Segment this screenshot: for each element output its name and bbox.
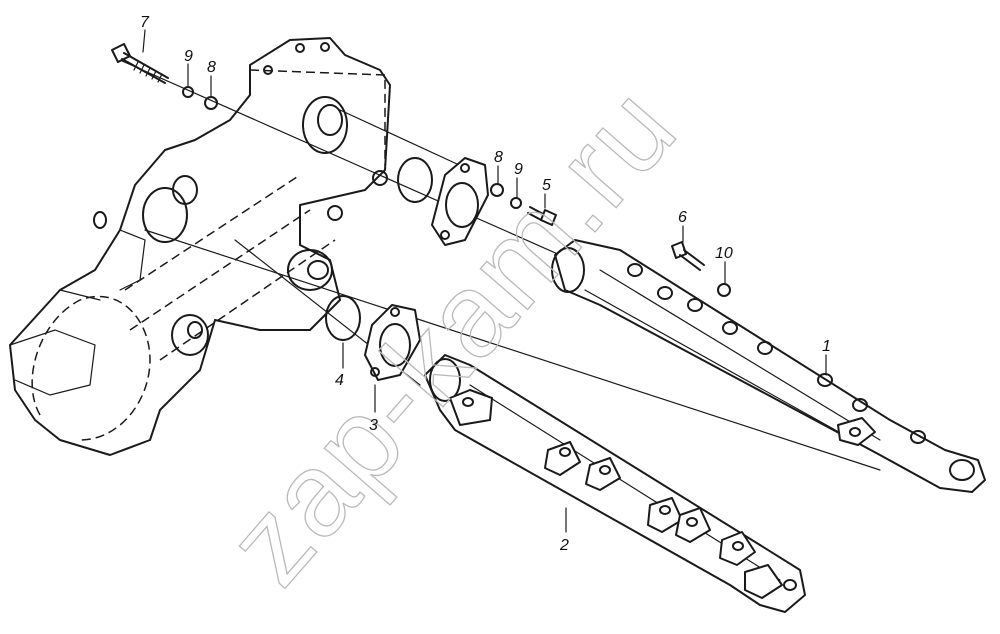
callout-9-middle: 9 <box>514 161 523 178</box>
callout-1: 1 <box>822 338 831 355</box>
callout-9-top: 9 <box>184 48 193 65</box>
washer-8-middle <box>490 183 504 197</box>
callout-7: 7 <box>140 14 150 31</box>
seal-ring-4 <box>325 295 361 341</box>
callout-4: 4 <box>335 372 344 389</box>
callout-8-top: 8 <box>207 59 216 76</box>
washer-8-top <box>204 96 218 110</box>
flange-upper <box>431 157 489 246</box>
callout-10: 10 <box>715 245 733 262</box>
bolt-5 <box>527 206 557 226</box>
bolt-7 <box>111 43 169 84</box>
spring-washer-9-top <box>182 86 194 98</box>
seal-ring-upper <box>397 157 433 203</box>
flange-3 <box>364 304 421 381</box>
callout-2: 2 <box>559 537 569 554</box>
washer-10 <box>717 283 731 297</box>
spring-washer-9-middle <box>510 197 522 209</box>
callout-3: 3 <box>369 417 378 434</box>
callout-5: 5 <box>542 177 551 194</box>
housing-assembly <box>9 37 391 456</box>
callout-8-middle: 8 <box>494 149 503 166</box>
manifold-1 <box>551 239 986 493</box>
manifold-2 <box>424 354 806 613</box>
bolt-6 <box>671 241 705 271</box>
callout-6: 6 <box>678 209 687 226</box>
leader-lines <box>142 29 827 533</box>
